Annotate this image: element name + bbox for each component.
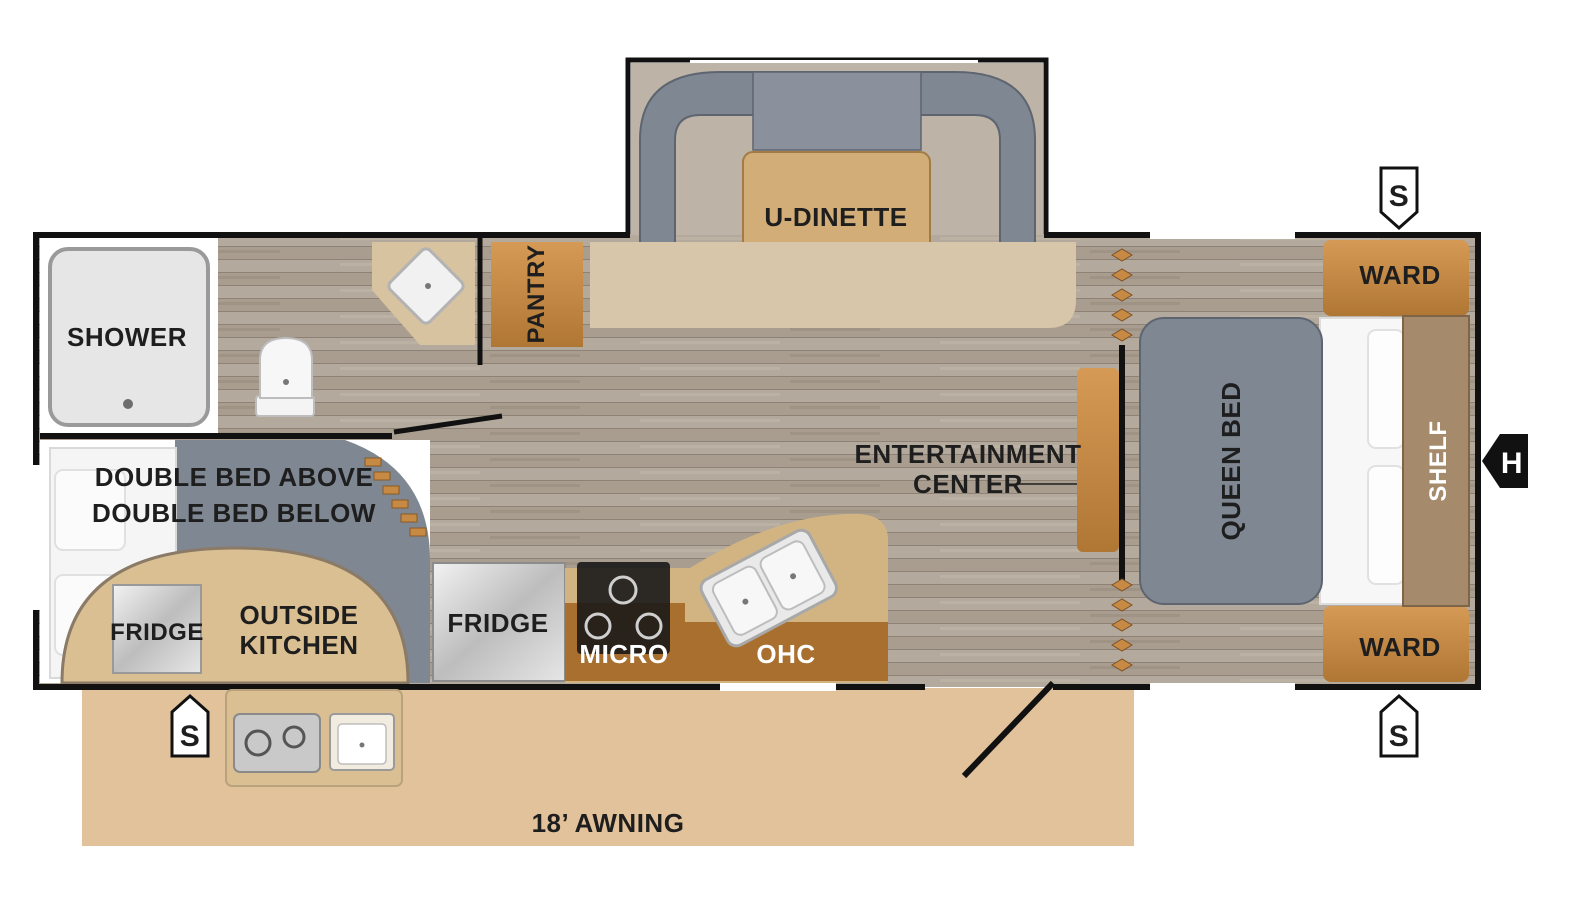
shower — [48, 247, 210, 427]
queen-bed-label: QUEEN BED — [1216, 381, 1246, 540]
double-bed-above-label: DOUBLE BED ABOVE — [95, 462, 374, 492]
u-dinette-label: U-DINETTE — [764, 202, 907, 232]
svg-text:S: S — [1389, 180, 1410, 213]
window-bunk — [32, 465, 40, 610]
svg-text:S: S — [180, 720, 201, 753]
ward-top-label: WARD — [1359, 260, 1440, 290]
hitch-marker: H — [1482, 434, 1528, 488]
shower-label: SHOWER — [67, 322, 187, 352]
outside-fridge — [112, 584, 202, 674]
bunk-ladder — [364, 457, 427, 537]
speaker-marker-bottom-right: S — [1379, 693, 1419, 758]
shower-drain-icon — [123, 399, 133, 409]
window-rear-top — [1150, 231, 1295, 239]
double-bed-below-label: DOUBLE BED BELOW — [92, 498, 376, 528]
ohc-label: OHC — [756, 639, 815, 669]
svg-text:S: S — [1389, 720, 1410, 753]
fridge-main-label: FRIDGE — [447, 608, 548, 638]
entertainment-center — [1077, 368, 1119, 552]
awning-label: 18’ AWNING — [532, 808, 685, 838]
outside-kitchen-label-1: OUTSIDE — [239, 600, 358, 630]
headboard-shelf — [1402, 315, 1470, 607]
outside-sink-icon — [329, 713, 395, 771]
micro-label: MICRO — [579, 639, 668, 669]
wardrobe-bottom — [1323, 606, 1469, 682]
queen-bed — [1139, 317, 1323, 605]
svg-text:H: H — [1501, 447, 1523, 480]
pantry — [491, 242, 583, 347]
fridge — [432, 562, 566, 682]
window-rear-bottom — [1150, 683, 1295, 691]
outside-kitchen-label-2: KITCHEN — [239, 630, 358, 660]
shelf-label: SHELF — [1425, 420, 1452, 501]
ward-bottom-label: WARD — [1359, 632, 1440, 662]
stove-icon — [577, 562, 670, 654]
fridge-outside-label: FRIDGE — [110, 619, 204, 646]
entry-door — [961, 680, 1056, 779]
toilet-icon — [255, 336, 315, 417]
bedroom-curtain-bottom — [1111, 578, 1133, 672]
entertainment-label-1: ENTERTAINMENT — [854, 439, 1081, 469]
bath-door — [393, 413, 503, 435]
outside-stove-icon — [233, 713, 321, 773]
ohc-cabinet — [685, 622, 888, 681]
window-kitchen — [720, 683, 836, 691]
kitchen-sink-icon — [699, 528, 838, 648]
pantry-label: PANTRY — [523, 245, 550, 344]
speaker-marker-top: S — [1379, 166, 1419, 231]
bath-sink — [372, 242, 475, 345]
entertainment-label-2: CENTER — [913, 469, 1023, 499]
wardrobe-top — [1323, 240, 1469, 316]
speaker-marker-bottom-left: S — [170, 693, 210, 758]
bedroom-curtain-top — [1111, 248, 1133, 342]
